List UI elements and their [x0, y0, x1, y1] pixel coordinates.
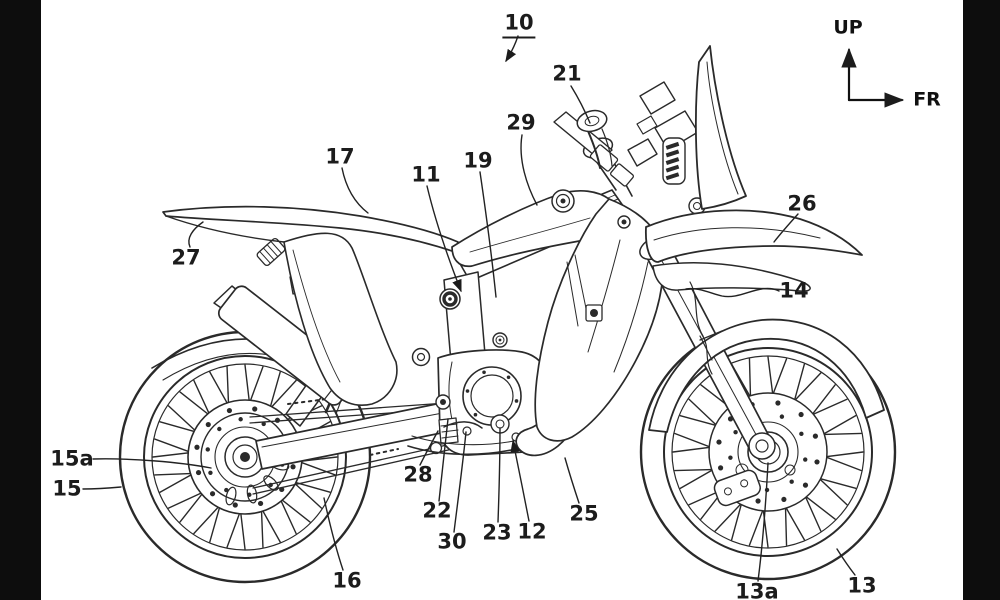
ref-label-14: 14	[779, 278, 809, 303]
ref-label-13: 13	[847, 573, 877, 598]
ref-label-15: 15	[52, 476, 82, 501]
ref-label-19: 19	[463, 148, 493, 173]
side-panel	[283, 232, 398, 406]
ref-label-11: 11	[411, 162, 441, 187]
letterbox-bar-left	[0, 0, 41, 600]
side-cowl	[534, 198, 665, 442]
letterbox-bar-right	[963, 0, 1000, 600]
headlight-cluster	[627, 81, 706, 215]
ref-label-16: 16	[332, 568, 362, 593]
engine	[429, 349, 551, 456]
ref-label-21: 21	[552, 61, 582, 86]
axis-label-up: UP	[833, 16, 863, 39]
ref-label-22: 22	[422, 498, 452, 523]
axis-label-fr: FR	[913, 88, 941, 111]
ref-label-29: 29	[506, 110, 536, 135]
beak-fender	[645, 209, 863, 375]
ref-label-28: 28	[403, 462, 433, 487]
windscreen	[694, 45, 747, 210]
ref-label-30: 30	[437, 529, 467, 554]
ref-label-27: 27	[171, 245, 201, 270]
steering-handlebar	[553, 109, 634, 197]
ref-label-25: 25	[569, 501, 599, 526]
ref-label-10: 10	[502, 10, 536, 39]
ref-label-23: 23	[482, 520, 512, 545]
ref-label-17: 17	[325, 144, 355, 169]
leader-lines	[82, 35, 856, 582]
ref-label-15a: 15a	[50, 446, 94, 471]
axis-arrows	[841, 47, 905, 108]
ref-label-26: 26	[787, 191, 817, 216]
ref-label-12: 12	[517, 519, 547, 544]
rear-wheel	[118, 330, 372, 584]
ref-label-13a: 13a	[735, 579, 779, 600]
